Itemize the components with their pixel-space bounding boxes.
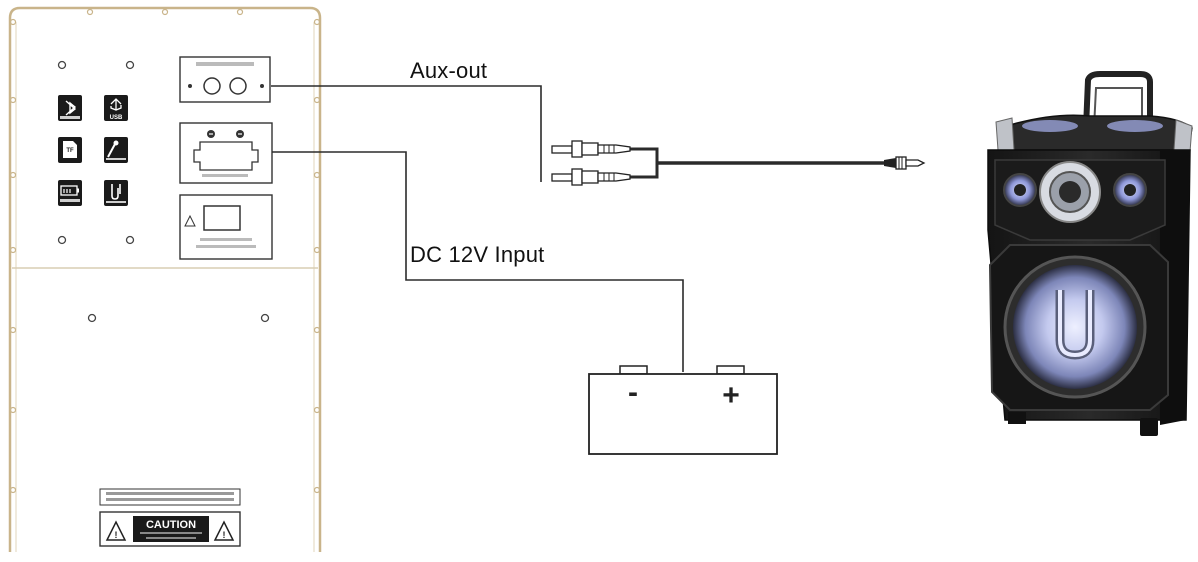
microphone-icon [104,137,128,163]
battery-negative-terminal: - [628,376,638,409]
panel-inner-edge [15,22,315,552]
svg-text:!: ! [223,530,226,540]
warning-label: ! ! CAUTION [99,488,241,547]
rca-splitter-cable [630,147,659,179]
dc-input-label: DC 12V Input [410,242,545,267]
guitar-icon [104,180,128,206]
dc-input-wire [272,151,684,372]
party-speaker [987,71,1193,436]
woofer-cone [1013,265,1137,389]
battery-icon [58,180,82,206]
bluetooth-icon [58,95,82,121]
svg-text:USB: USB [110,115,123,121]
aux-out-jack [179,56,271,103]
rca-plug-bottom [551,168,631,186]
rca-plug-top [551,140,631,158]
svg-text:TF: TF [66,148,74,154]
aux-3-5mm-plug [884,156,926,170]
aux-out-label: Aux-out [410,58,488,83]
wires [271,85,890,372]
mounting-screws [57,60,270,323]
battery-body [588,373,778,455]
aux-out-wire [271,85,542,182]
battery-positive-terminal: + [722,379,740,412]
amplifier-back-panel: USB TF [8,6,322,552]
ac-input-box [179,194,273,260]
battery: - + [588,365,778,455]
trolley-handle [1083,71,1153,130]
tf-card-icon: TF [58,137,82,163]
panel-rivets [9,8,321,494]
caution-text: CAUTION [146,519,196,531]
svg-text:!: ! [115,530,118,540]
dc-input-jack [179,122,273,184]
usb-icon: USB [104,95,128,121]
panel-outline [8,6,322,552]
